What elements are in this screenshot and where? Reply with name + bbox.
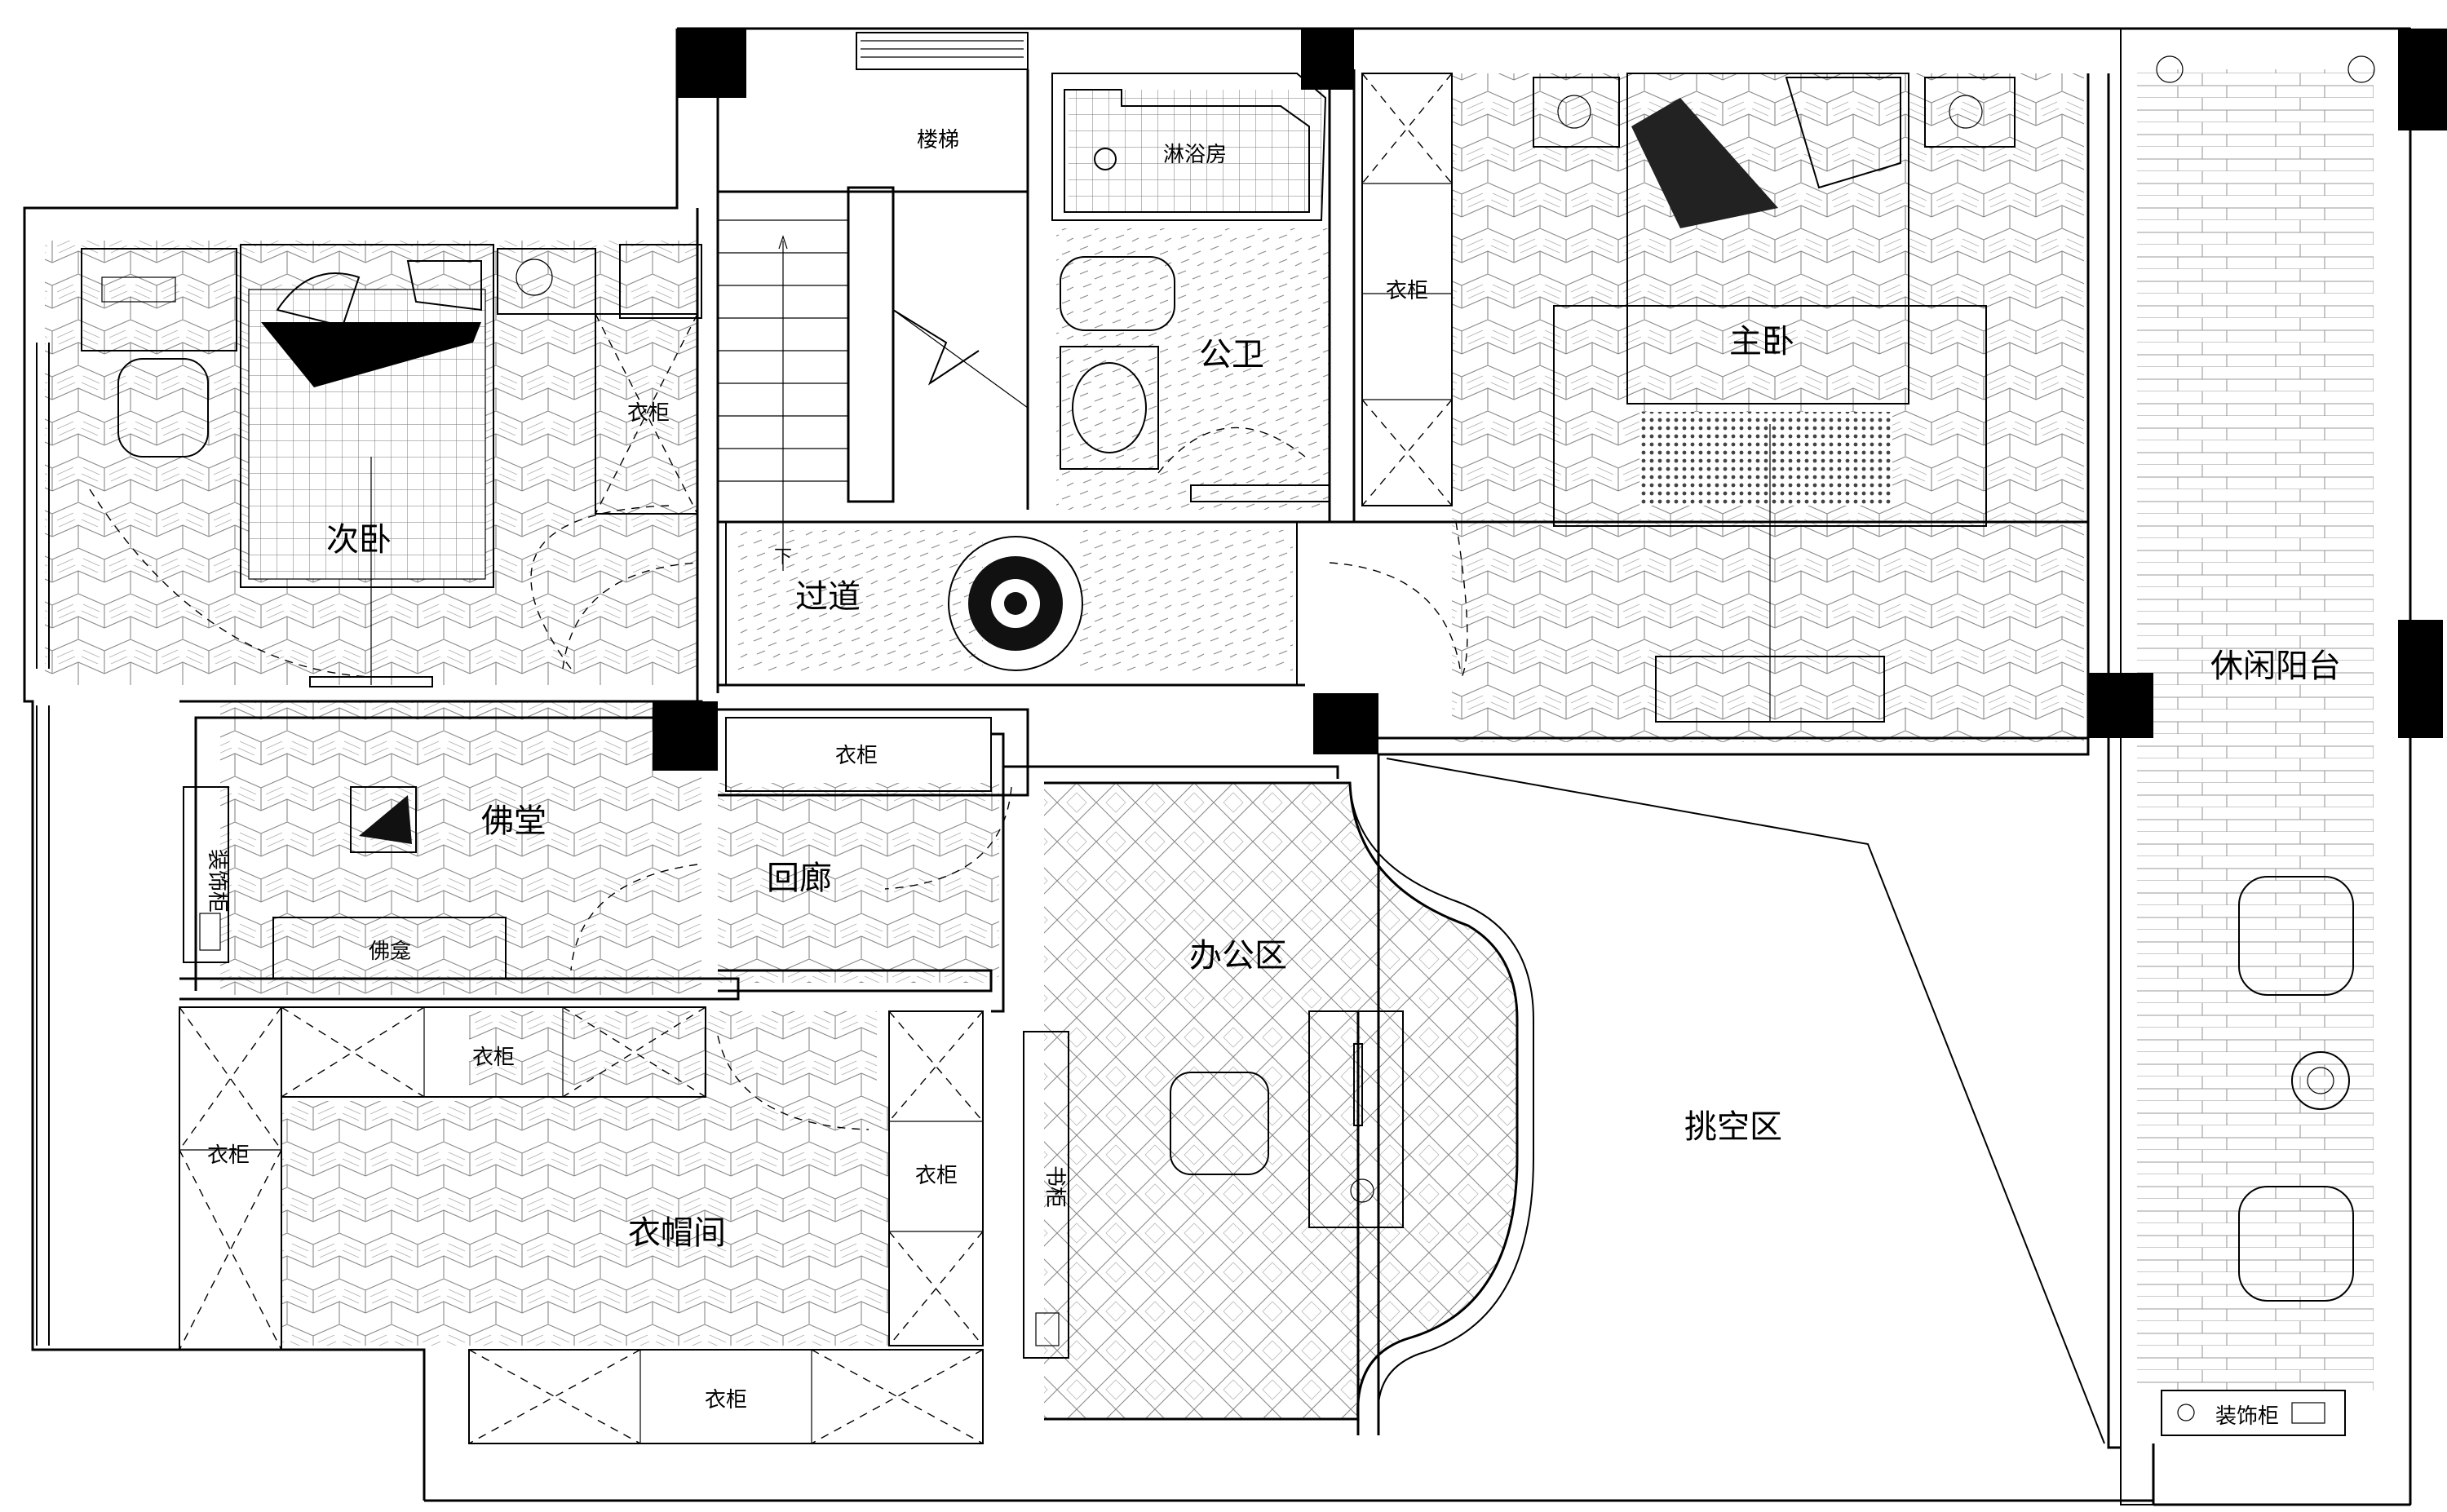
gallery-wardrobe-label: 衣柜	[835, 744, 878, 768]
balcony-label: 休闲阳台	[2210, 648, 2341, 685]
cloak-wardrobe-top	[281, 1006, 706, 1098]
balcony-chair-top	[2238, 876, 2354, 996]
nightstand-right	[497, 248, 596, 315]
second-wardrobe-label: 衣柜	[627, 401, 670, 426]
office: 办公区 书柜	[1023, 781, 1534, 1421]
buddha-niche	[272, 917, 507, 979]
cloakroom-label: 衣帽间	[628, 1214, 726, 1252]
cloakroom-floor-2	[469, 1011, 877, 1125]
corridor-medallion	[948, 536, 1083, 671]
gallery-wardrobe	[725, 717, 992, 792]
buddha-hall: 佛堂 装饰柜 佛龛	[183, 786, 1012, 979]
decor-cabinet-left	[183, 786, 229, 963]
nightstand-left	[81, 248, 237, 351]
public-bath-label: 公卫	[1199, 336, 1264, 374]
cloak-wardrobe-top-label: 衣柜	[472, 1046, 515, 1070]
master-bedroom: 主卧	[1455, 73, 2016, 723]
cloak-wardrobe-bottom	[468, 1349, 984, 1444]
prayer-mat	[350, 786, 417, 853]
toilet	[1060, 256, 1175, 331]
gallery-floor	[718, 783, 999, 983]
office-armchair	[1170, 1072, 1269, 1175]
stair-down-label: 下	[774, 547, 792, 568]
public-bath-floor	[1056, 228, 1330, 510]
decor-cabinet-left-label: 装饰柜	[205, 849, 229, 913]
corridor: 过道	[562, 521, 1461, 686]
master-wardrobe-label: 衣柜	[1386, 279, 1428, 303]
office-desk	[1308, 1010, 1404, 1228]
balcony-side-table	[2291, 1051, 2350, 1110]
master-bedroom-label: 主卧	[1729, 323, 1794, 360]
public-bath: 淋浴房 公卫	[1051, 73, 1330, 502]
armchair	[117, 358, 209, 458]
second-wardrobe	[595, 313, 698, 515]
decor-cabinet-right	[2161, 1390, 2346, 1436]
master-nightstand-right	[1924, 77, 2016, 148]
cloak-wardrobe-right-label: 衣柜	[915, 1164, 958, 1188]
bookcase	[1023, 1031, 1069, 1359]
balcony: 休闲阳台 装饰柜	[2120, 28, 2411, 1505]
gallery: 衣柜 回廊	[717, 717, 992, 1130]
cloakroom: 衣柜 衣柜 衣柜 衣柜 衣帽间	[179, 1006, 984, 1444]
corridor-label: 过道	[795, 578, 861, 616]
balcony-chair-bottom	[2238, 1186, 2354, 1302]
office-floor	[1044, 783, 1517, 1419]
buddha-hall-label: 佛堂	[481, 802, 546, 840]
second-bed	[240, 244, 494, 588]
stairs	[718, 32, 1029, 571]
tv-cabinet	[619, 244, 702, 319]
floor-patterns	[45, 69, 2374, 1419]
master-bed	[1626, 73, 1909, 405]
shower-floor	[1069, 90, 1321, 212]
bookcase-label: 书柜	[1042, 1165, 1067, 1208]
pillars	[653, 29, 2447, 771]
master-rug	[1639, 412, 1892, 506]
shower-label: 淋浴房	[1163, 143, 1227, 167]
master-bedroom-floor	[1452, 73, 2084, 742]
second-bedroom-label: 次卧	[326, 521, 392, 559]
stairs-label: 楼梯	[917, 128, 959, 153]
corridor-floor-left	[738, 530, 983, 673]
master-wardrobe: 衣柜	[1361, 73, 1453, 506]
cloak-wardrobe-bottom-label: 衣柜	[705, 1388, 747, 1413]
cloak-wardrobe-left-label: 衣柜	[207, 1143, 250, 1168]
cloak-wardrobe-left	[179, 1006, 282, 1351]
decor-cabinet-right-label: 装饰柜	[2215, 1404, 2279, 1429]
cloakroom-floor	[281, 1101, 889, 1346]
cloak-wardrobe-right	[888, 1010, 984, 1346]
buddha-niche-label: 佛龛	[369, 939, 411, 964]
washbasin	[1060, 346, 1159, 470]
balcony-floor	[2137, 69, 2374, 1390]
office-label: 办公区	[1189, 937, 1287, 975]
master-nightstand-left	[1533, 77, 1620, 148]
corridor-floor-right	[1077, 530, 1293, 673]
gallery-label: 回廊	[767, 860, 832, 897]
buddha-hall-floor	[220, 701, 701, 995]
second-bedroom: 次卧 衣柜	[81, 244, 702, 687]
void-area-label: 挑空区	[1684, 1108, 1782, 1146]
